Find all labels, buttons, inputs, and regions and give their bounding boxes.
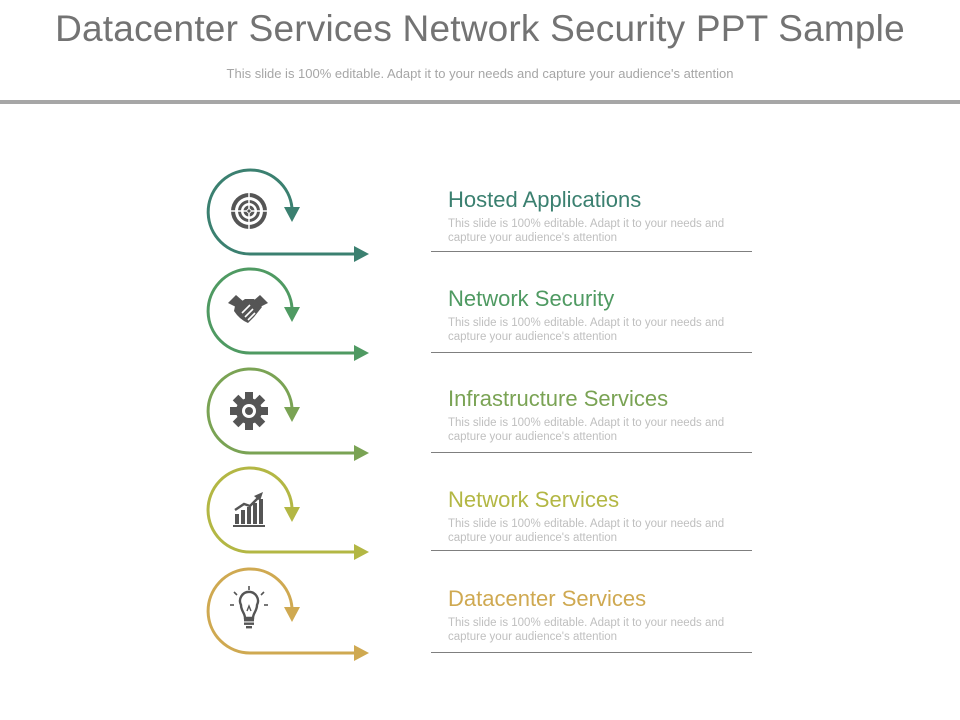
arrow-network-services xyxy=(206,466,369,560)
lightbulb-icon xyxy=(230,586,268,629)
item-description: This slide is 100% editable. Adapt it to… xyxy=(448,218,725,244)
arrow-network-security xyxy=(206,267,369,361)
item-network-security: Network Security This slide is 100% edit… xyxy=(448,286,758,344)
growth-chart-icon xyxy=(233,492,265,527)
item-network-services: Network Services This slide is 100% edit… xyxy=(448,487,758,545)
item-divider xyxy=(431,251,752,252)
target-icon xyxy=(231,193,267,229)
item-heading: Infrastructure Services xyxy=(448,386,669,411)
item-divider xyxy=(431,652,752,653)
arrow-infrastructure-services xyxy=(206,367,369,461)
title-divider xyxy=(0,100,960,104)
slide-title: Datacenter Services Network Security PPT… xyxy=(55,8,905,49)
item-description: This slide is 100% editable. Adapt it to… xyxy=(448,617,725,643)
item-heading: Network Services xyxy=(448,487,620,512)
item-divider xyxy=(431,550,752,551)
handshake-icon xyxy=(228,295,268,323)
gear-icon xyxy=(230,392,268,430)
item-infrastructure-services: Infrastructure Services This slide is 10… xyxy=(448,386,758,444)
arrow-hosted-applications xyxy=(206,168,369,262)
item-divider xyxy=(431,452,752,453)
item-divider xyxy=(431,352,752,353)
slide-subtitle: This slide is 100% editable. Adapt it to… xyxy=(226,66,734,81)
item-heading: Network Security xyxy=(448,286,615,311)
item-heading: Datacenter Services xyxy=(448,586,647,611)
item-heading: Hosted Applications xyxy=(448,187,642,212)
item-datacenter-services: Datacenter Services This slide is 100% e… xyxy=(448,586,758,644)
item-description: This slide is 100% editable. Adapt it to… xyxy=(448,317,725,343)
item-description: This slide is 100% editable. Adapt it to… xyxy=(448,417,725,443)
item-description: This slide is 100% editable. Adapt it to… xyxy=(448,518,725,544)
arrow-datacenter-services xyxy=(206,567,369,661)
item-hosted-applications: Hosted Applications This slide is 100% e… xyxy=(448,187,758,245)
